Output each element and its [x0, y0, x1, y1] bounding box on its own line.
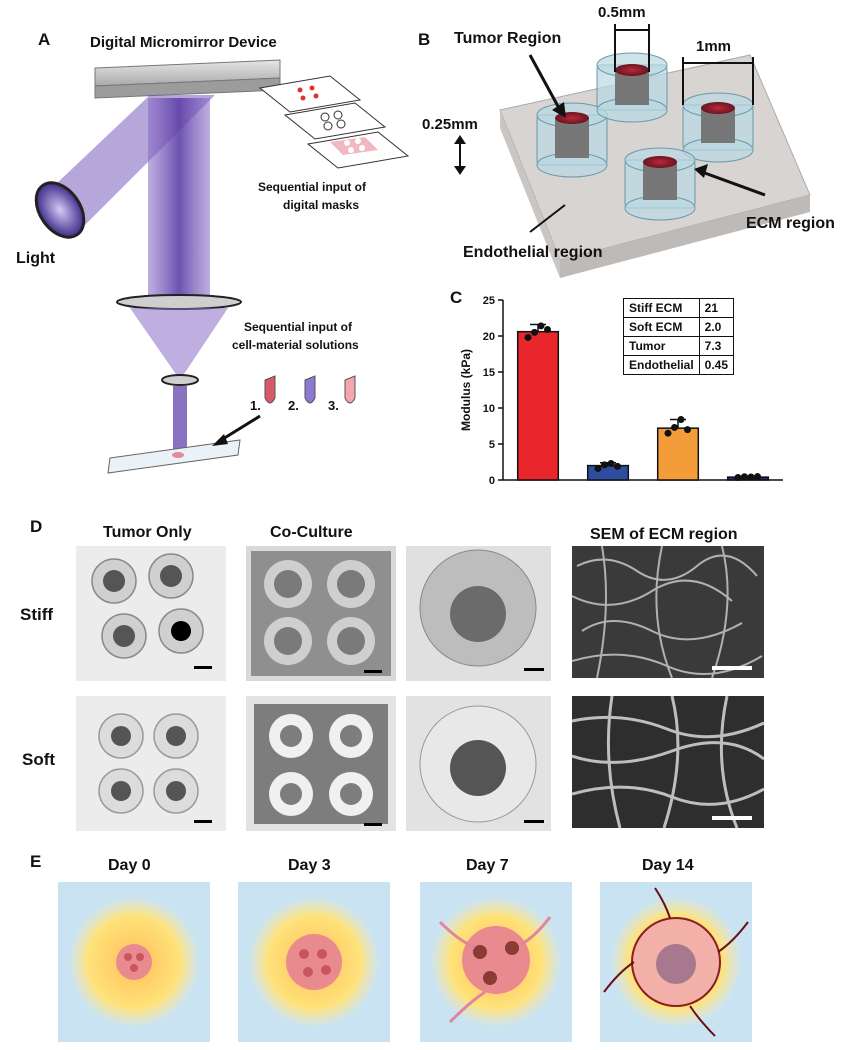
table-cell-value: 0.45 [698, 355, 735, 375]
digital-masks [258, 75, 410, 169]
dmd-label: Digital Micromirror Device [90, 34, 277, 51]
tube-label-1: 1. [250, 398, 261, 413]
reflected-beam [148, 98, 210, 298]
solution-tubes [264, 375, 356, 404]
masks-label-line1: Sequential input of [258, 180, 366, 194]
y-tick-label: 0 [489, 475, 495, 487]
bar-stiff-ecm [516, 330, 560, 481]
data-point [607, 459, 615, 467]
data-point [671, 423, 678, 431]
day-label-1: Day 3 [288, 857, 331, 874]
micrograph-stiff-single [406, 546, 551, 681]
schematic-day-3 [238, 882, 390, 1042]
final-beam [173, 386, 187, 454]
light-path-diagram [34, 59, 410, 474]
solutions-label-line1: Sequential input of [244, 320, 352, 334]
micrograph-stiff-tumor-only [76, 546, 226, 681]
panel-e-label: E [30, 852, 42, 871]
table-cell-name: Stiff ECM [623, 298, 700, 318]
endothelial-region-label: Endothelial region [463, 244, 603, 261]
bar-tumor [656, 427, 700, 481]
y-tick-label: 10 [483, 403, 495, 415]
row-stiff: Stiff [20, 605, 54, 624]
data-point [524, 333, 532, 341]
day-label-2: Day 7 [466, 857, 509, 874]
data-point [684, 426, 691, 434]
panel-b-label: B [418, 30, 431, 49]
focus-cone [130, 308, 228, 380]
data-point [537, 322, 545, 330]
bar-soft-ecm [586, 464, 630, 481]
data-point [531, 328, 538, 336]
table-cell-value: 7.3 [698, 336, 735, 356]
panel-c-label: C [450, 288, 463, 307]
solutions-label-line2: cell-material solutions [232, 338, 359, 352]
y-tick-label: 25 [483, 295, 495, 307]
masks-label-line2: digital masks [283, 198, 360, 212]
day-label-3: Day 14 [642, 857, 694, 874]
table-cell-name: Soft ECM [623, 317, 700, 337]
micrograph-stiff-coculture [246, 546, 396, 681]
day-label-0: Day 0 [108, 857, 151, 874]
dim-1mm-label: 1mm [696, 38, 732, 55]
panel-d-label: D [30, 517, 43, 536]
y-tick-label: 15 [483, 367, 495, 379]
tube-label-3: 3. [328, 398, 339, 413]
tumor-region-label: Tumor Region [454, 30, 562, 47]
col-tumor-only: Tumor Only [103, 524, 192, 541]
sem-image-stiff [572, 546, 764, 678]
col-sem: SEM of ECM region [590, 526, 738, 543]
light-label: Light [16, 250, 56, 267]
sem-image-soft [572, 696, 764, 828]
data-point [664, 429, 672, 437]
data-point [734, 473, 742, 481]
dim-025mm-label: 0.25mm [422, 116, 478, 133]
y-tick-label: 5 [489, 439, 495, 451]
col-co-culture: Co-Culture [270, 524, 353, 541]
schematic-day-14 [600, 882, 752, 1042]
y-tick-label: 20 [483, 331, 495, 343]
lens-2 [161, 374, 199, 386]
micrograph-soft-tumor-only [76, 696, 226, 831]
table-cell-value: 21 [698, 298, 735, 318]
schematic-day-7 [420, 882, 572, 1042]
ecm-region-label: ECM region [746, 215, 835, 232]
data-point [594, 464, 602, 472]
data-point [754, 473, 761, 481]
y-axis-label: Modulus (kPa) [459, 349, 473, 431]
panel-a-label: A [38, 30, 51, 49]
table-cell-name: Tumor [623, 336, 700, 356]
data-point [741, 473, 748, 481]
micromirror-device [94, 59, 281, 99]
lens-1 [116, 294, 242, 310]
light-source [34, 181, 86, 239]
data-point [614, 462, 621, 470]
row-soft: Soft [22, 750, 56, 769]
device-schematic [454, 24, 811, 278]
data-point [747, 473, 755, 481]
table-cell-name: Endothelial [623, 355, 700, 375]
micrograph-soft-coculture [246, 696, 396, 831]
schematic-day-0 [58, 882, 210, 1042]
dim-05mm-label: 0.5mm [598, 4, 646, 21]
tube-label-2: 2. [288, 398, 299, 413]
table-cell-value: 2.0 [698, 317, 735, 337]
data-point [544, 326, 551, 334]
data-point [601, 461, 608, 469]
micrograph-soft-single [406, 696, 551, 831]
data-point [677, 416, 685, 424]
